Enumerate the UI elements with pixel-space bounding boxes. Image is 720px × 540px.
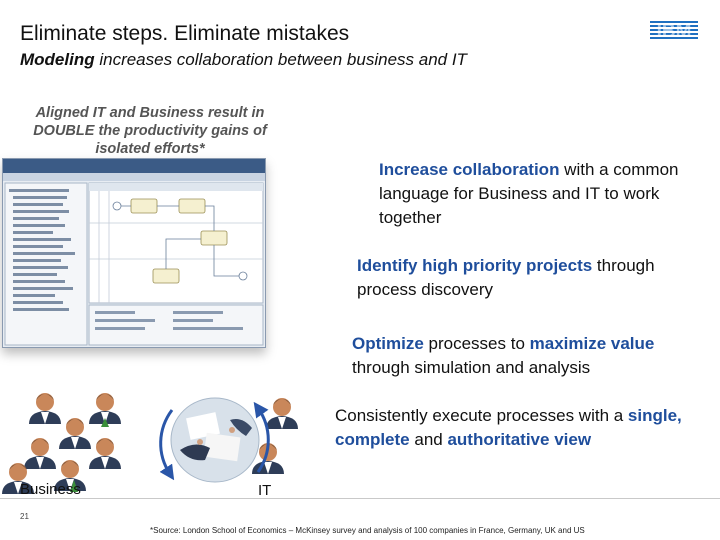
slide-title: Eliminate steps. Eliminate mistakes — [20, 22, 350, 45]
point-text: with a common language for Business and … — [379, 160, 679, 227]
point-emphasis: single, complete — [335, 406, 682, 449]
point-identify-projects: Identify high priority projects through … — [357, 254, 717, 302]
source-footnote: *Source: London School of Economics – Mc… — [150, 526, 585, 535]
point-optimize-processes: Optimize processes to maximize value thr… — [352, 332, 712, 380]
modeler-screenshot — [2, 158, 266, 348]
modeler-screenshot-art — [3, 159, 265, 346]
point-increase-collaboration: Increase collaboration with a common lan… — [379, 158, 699, 230]
subtitle-bold: Modeling — [20, 50, 95, 69]
collaboration-illustration — [2, 393, 298, 494]
point-emphasis-2: authoritative view — [447, 430, 592, 449]
footer-divider — [0, 498, 720, 499]
ibm-logo-stripes — [650, 21, 698, 39]
point-text-2: through simulation and analysis — [352, 358, 591, 377]
page-number: 21 — [20, 512, 29, 521]
ibm-logo: IBM — [650, 21, 698, 40]
point-emphasis: Increase collaboration — [379, 160, 560, 179]
ibm-logo-text: IBM — [657, 21, 692, 40]
photo-meeting-image — [170, 397, 260, 483]
point-text: processes to — [423, 334, 530, 353]
subtitle-rest: increases collaboration between business… — [94, 50, 467, 69]
callout-text: Aligned IT and Business result in DOUBLE… — [33, 105, 267, 157]
point-emphasis-2: maximize value — [529, 334, 655, 353]
point-emphasis: Identify high priority projects — [357, 256, 593, 275]
slide-subtitle: Modeling increases collaboration between… — [20, 50, 467, 70]
point-execute-processes: Consistently execute processes with a si… — [335, 404, 695, 452]
point-text: and — [409, 430, 448, 449]
it-label: IT — [258, 482, 272, 499]
business-people-icon — [2, 393, 121, 494]
point-text: through process discovery — [357, 256, 655, 299]
business-label: Business — [20, 481, 81, 498]
point-text-lead: Consistently execute processes with a — [335, 406, 628, 425]
cycle-arrows-icon — [159, 401, 270, 481]
point-emphasis: Optimize — [352, 334, 424, 353]
